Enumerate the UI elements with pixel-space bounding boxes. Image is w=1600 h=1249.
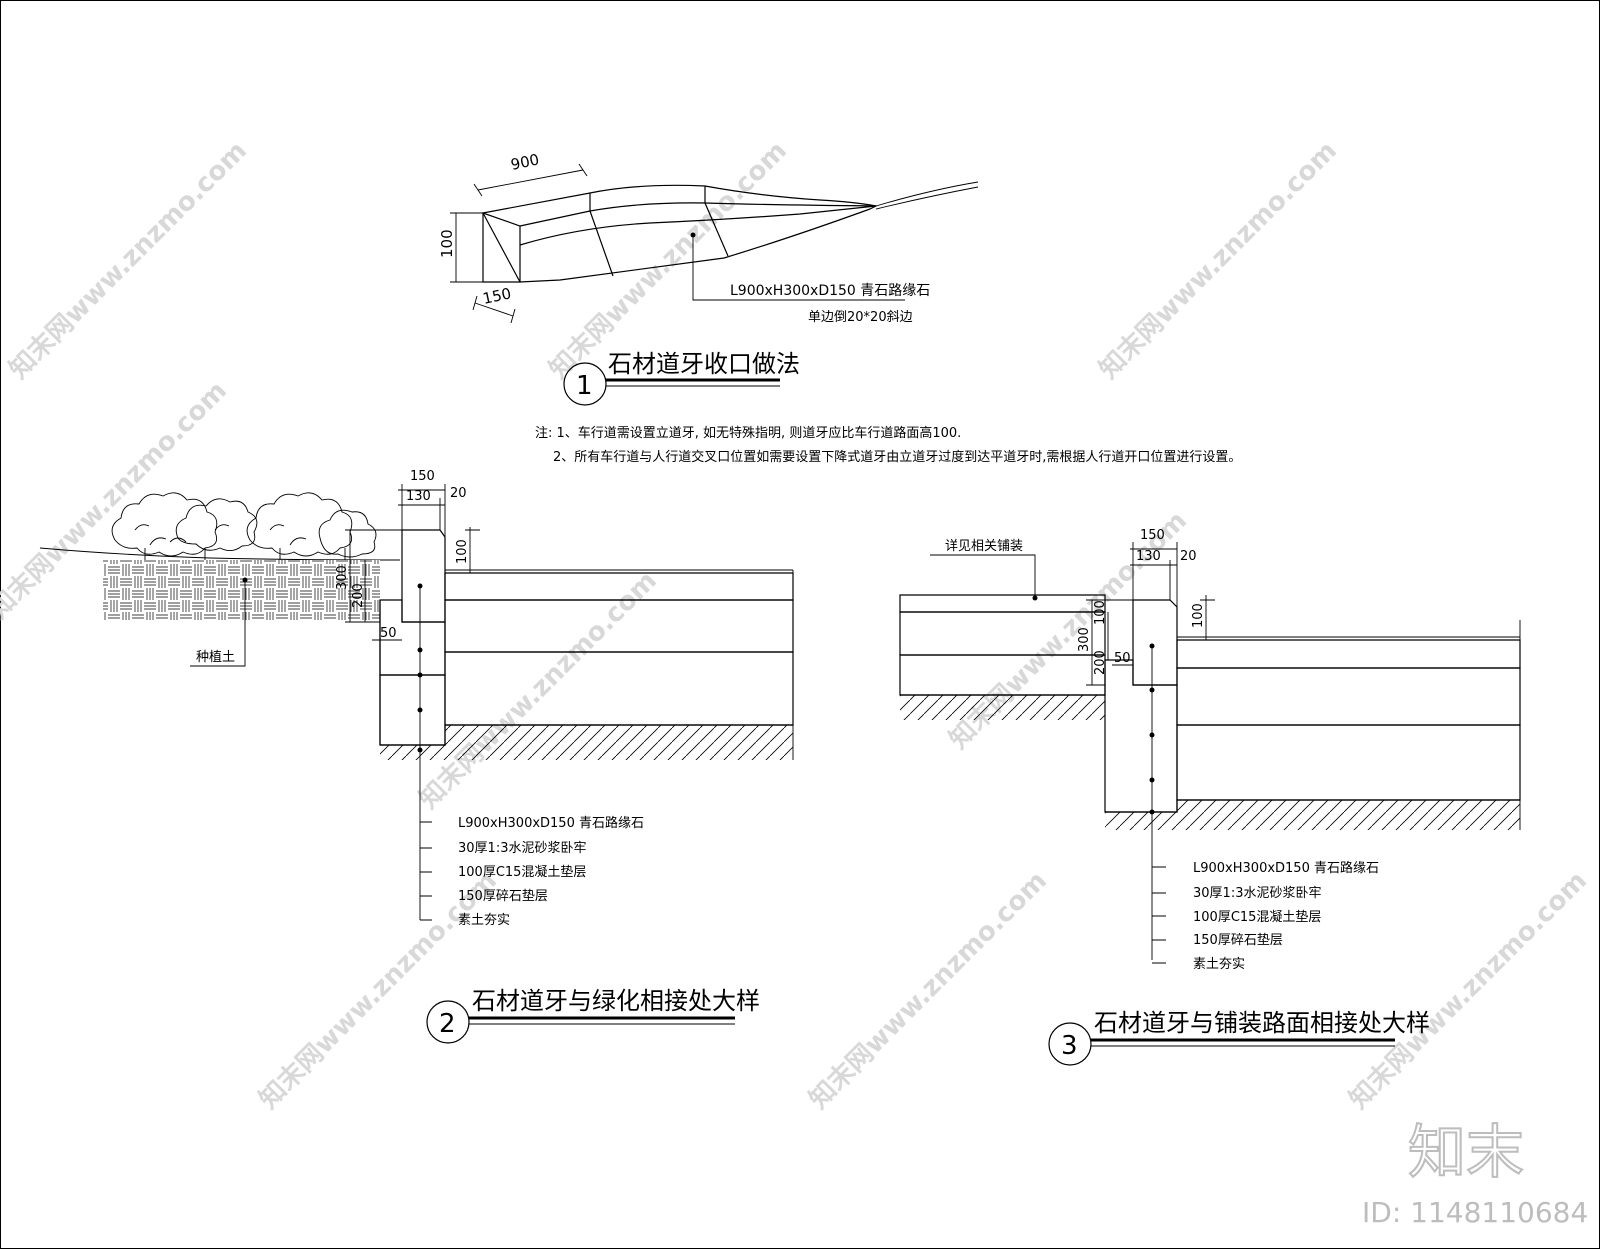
brand-logo: 知末 [1408, 1118, 1524, 1186]
detail-3-number: 3 [1061, 1031, 1078, 1061]
detail-3-layer-5: 素土夯实 [1193, 957, 1245, 972]
detail-3-layer-3: 100厚C15混凝土垫层 [1193, 909, 1321, 925]
detail-2-dim-150: 150 [410, 469, 435, 484]
detail-3-dim-150: 150 [1140, 528, 1165, 543]
detail-2-dim-200: 200 [351, 583, 366, 608]
detail-3-dim-50: 50 [1114, 651, 1131, 666]
detail-3-dim-130: 130 [1136, 549, 1161, 564]
detail-1-label-main: L900xH300xD150 青石路缘石 [730, 283, 930, 299]
detail-2-dim-50: 50 [380, 626, 397, 641]
detail-2-title-block [426, 1000, 735, 1044]
detail-1-title: 石材道牙收口做法 [608, 350, 800, 378]
detail-2-layer-4: 150厚碎石垫层 [458, 888, 548, 904]
detail-1-title-block [563, 362, 780, 406]
watermark-5: 知末网www.znzmo.com [414, 566, 663, 815]
detail-2-layer-5: 素土夯实 [458, 913, 510, 928]
detail-3-layer-4: 150厚碎石垫层 [1193, 932, 1283, 948]
note-line-2: 2、所有车行道与人行道交叉口位置如需要设置下降式道牙由立道牙过度到达平道牙时,需… [553, 449, 1241, 465]
detail-3-section [899, 542, 1521, 964]
detail-1-dim-height: 100 [438, 229, 456, 258]
detail-2-section [39, 484, 794, 921]
watermark-2: 知末网www.znzmo.com [544, 136, 793, 385]
detail-2-dim-20: 20 [450, 486, 467, 501]
detail-3-dim-20: 20 [1180, 549, 1197, 564]
watermark-8: 知末网www.znzmo.com [804, 866, 1053, 1115]
detail-2-title: 石材道牙与绿化相接处大样 [472, 987, 760, 1015]
detail-3-title-block [1048, 1022, 1395, 1066]
note-line-1: 注: 1、车行道需设置立道牙, 如无特殊指明, 则道牙应比车行道路面高100. [535, 425, 961, 441]
detail-3-dim-100b: 100 [1093, 600, 1108, 625]
detail-3-title: 石材道牙与铺装路面相接处大样 [1094, 1009, 1430, 1037]
detail-2-dim-100: 100 [455, 539, 470, 564]
detail-2-layer-1: L900xH300xD150 青石路缘石 [458, 815, 644, 831]
detail-2-layer-2: 30厚1:3水泥砂浆卧牢 [458, 841, 586, 856]
brand-id: ID: 1148110684 [1362, 1196, 1588, 1229]
detail-1-dim-length: 900 [509, 150, 541, 174]
detail-3-dim-200: 200 [1093, 650, 1108, 675]
detail-3-layer-2: 30厚1:3水泥砂浆卧牢 [1193, 886, 1321, 901]
watermark-3: 知末网www.znzmo.com [1094, 136, 1343, 385]
detail-1-number: 1 [576, 371, 593, 401]
watermark-9: 知末网www.znzmo.com [1344, 866, 1593, 1115]
detail-2-layer-3: 100厚C15混凝土垫层 [458, 864, 586, 880]
watermark-1: 知末网www.znzmo.com [4, 136, 253, 385]
detail-2-dim-300: 300 [335, 565, 350, 590]
detail-2-soil-label: 种植土 [196, 650, 235, 665]
detail-3-layer-1: L900xH300xD150 青石路缘石 [1193, 860, 1379, 876]
detail-3-dim-100: 100 [1191, 603, 1206, 628]
detail-3-dim-300: 300 [1077, 627, 1092, 652]
detail-1-dim-width: 150 [481, 284, 513, 308]
detail-2-dim-130: 130 [406, 489, 431, 504]
detail-1-label-sub: 单边倒20*20斜边 [808, 310, 913, 325]
detail-1-curb-perspective [450, 163, 979, 324]
detail-3-paving-label: 详见相关铺装 [945, 539, 1023, 554]
detail-2-number: 2 [439, 1009, 456, 1039]
